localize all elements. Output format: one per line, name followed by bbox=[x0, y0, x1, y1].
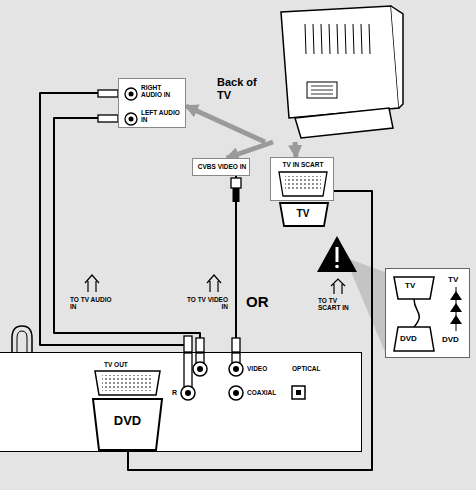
cable-note: TO TV VIDEO IN bbox=[186, 296, 228, 311]
warning-mark bbox=[335, 265, 339, 269]
audio-cable bbox=[40, 93, 200, 352]
rca-plug bbox=[196, 338, 204, 352]
node-text: TV OUT bbox=[104, 361, 128, 368]
plug-label: DVD bbox=[95, 414, 160, 429]
up-arrow bbox=[207, 275, 221, 292]
node-text: VIDEO bbox=[247, 365, 267, 372]
node-text: CVBS VIDEO IN bbox=[198, 163, 246, 170]
node-text: TV bbox=[405, 281, 415, 290]
audio-input-box: RIGHT AUDIO IN LEFT AUDIO IN bbox=[118, 78, 186, 128]
node-text: Back of TV bbox=[217, 76, 263, 101]
node-text: RIGHT AUDIO IN bbox=[141, 84, 183, 99]
scart-plug bbox=[280, 203, 328, 226]
node-text: DVD bbox=[442, 335, 459, 344]
inset-box-art bbox=[386, 269, 471, 359]
rca-plug bbox=[98, 90, 118, 97]
node-text: LEFT AUDIO IN bbox=[141, 109, 183, 124]
power-cord bbox=[17, 331, 27, 352]
video-cable bbox=[236, 176, 237, 352]
or-label: OR bbox=[246, 293, 269, 310]
node-text: TV IN SCART bbox=[283, 161, 324, 168]
inset-box: TV DVD TV DVD bbox=[385, 268, 470, 358]
rca-plug bbox=[232, 338, 240, 352]
rca-plug bbox=[184, 336, 192, 352]
node-text: R bbox=[172, 389, 177, 397]
direction-arrow bbox=[227, 142, 273, 158]
plug-label: TV bbox=[280, 208, 326, 220]
rca-plug bbox=[98, 115, 118, 122]
video-cable bbox=[235, 176, 237, 352]
node-text: TV bbox=[448, 275, 458, 284]
direction-arrow bbox=[295, 142, 296, 157]
node-text: OPTICAL bbox=[292, 365, 321, 372]
direction-arrow bbox=[227, 142, 273, 158]
tv-back: Back of TV bbox=[215, 4, 405, 142]
up-arrow bbox=[85, 275, 99, 292]
scart-input-box: TV IN SCART bbox=[270, 157, 334, 201]
power-cord bbox=[12, 326, 32, 352]
warning-triangle bbox=[317, 236, 357, 272]
cable-note: TO TV SCART IN bbox=[318, 297, 360, 312]
warning-mark bbox=[336, 247, 339, 262]
audio-cable bbox=[54, 118, 200, 352]
audio-cable bbox=[40, 93, 188, 352]
direction-arrow bbox=[186, 106, 265, 142]
tv-back-art bbox=[215, 4, 405, 142]
rca-plug bbox=[231, 178, 241, 188]
cable-note: TO TV AUDIO IN bbox=[70, 296, 114, 311]
direction-arrow bbox=[186, 106, 265, 142]
node-text: DVD bbox=[400, 334, 417, 343]
node-text: COAXIAL bbox=[247, 389, 276, 396]
inset-wedge bbox=[346, 258, 385, 352]
rca-plug bbox=[233, 188, 240, 202]
up-arrow bbox=[331, 279, 345, 294]
direction-arrow bbox=[295, 142, 296, 157]
video-input-box: CVBS VIDEO IN bbox=[192, 158, 250, 176]
dvd-back-panel: TV OUT VIDEO OPTICAL COAXIAL R bbox=[0, 352, 362, 452]
